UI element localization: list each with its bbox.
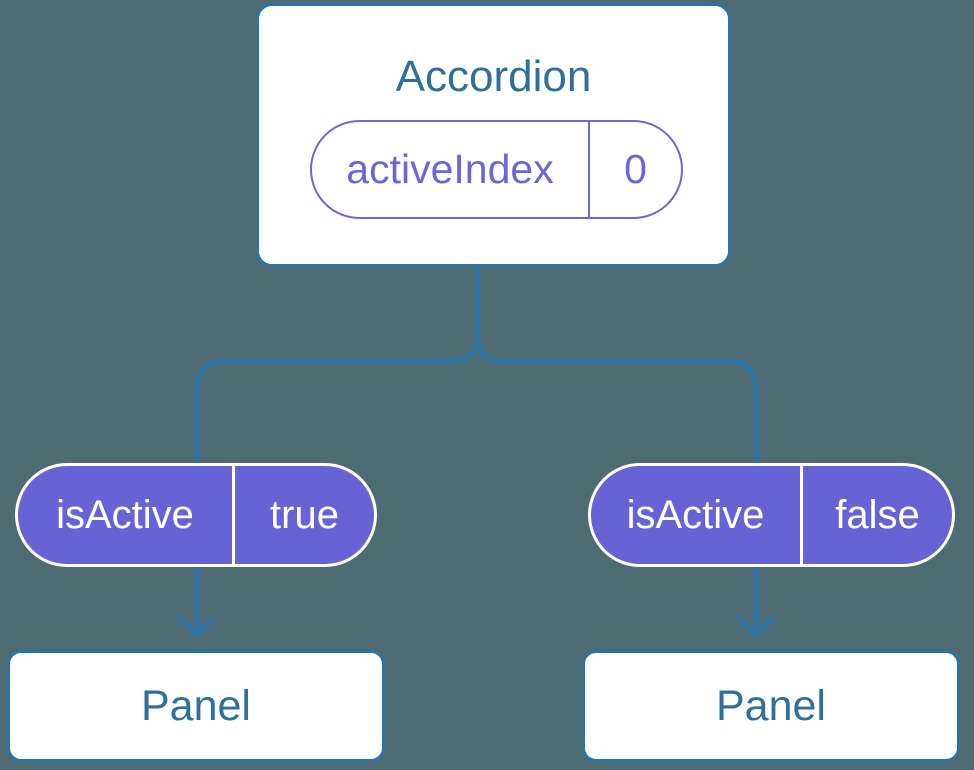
node-title: Panel [141, 681, 251, 730]
node-title: Accordion [395, 52, 592, 101]
state-name: activeIndex [312, 122, 590, 217]
prop-pill-right: isActive false [588, 463, 955, 567]
arrow-down-icon [736, 615, 776, 638]
arrow-down-icon [177, 615, 217, 638]
prop-pill-left: isActive true [15, 463, 377, 567]
panel-node-right: Panel [582, 650, 960, 762]
prop-name: isActive [591, 466, 803, 564]
prop-value: false [835, 492, 920, 537]
tree-connector [194, 257, 759, 631]
state-pill: activeIndex 0 [310, 120, 683, 219]
node-title: Panel [716, 681, 826, 730]
prop-name: isActive [18, 466, 235, 564]
accordion-node: Accordion activeIndex 0 [256, 3, 731, 267]
prop-value: true [270, 492, 339, 537]
state-value: 0 [624, 146, 647, 192]
panel-node-left: Panel [7, 650, 385, 762]
